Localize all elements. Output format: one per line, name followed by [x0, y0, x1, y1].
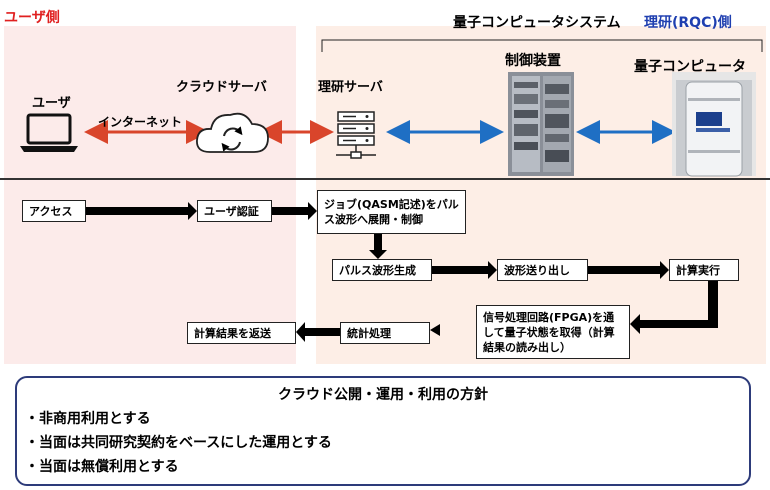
quantum-computer-photo: [672, 72, 756, 177]
quantum-computer-label: 量子コンピュータ: [634, 59, 746, 75]
flow-arrow-auth-job: [272, 202, 317, 220]
system-title: 量子コンピュータシステム: [453, 15, 621, 31]
flow-box-pulse-send: 波形送り出し: [497, 259, 588, 281]
flow-arrows: [86, 202, 718, 342]
flow-arrow-compute-signal: [630, 280, 718, 334]
section-divider: [0, 178, 770, 180]
flow-arrow-signal-stats: [430, 324, 476, 336]
control-device-photo: [508, 72, 574, 176]
riken-server-label: 理研サーバ: [318, 80, 383, 95]
flow-box-access: アクセス: [22, 200, 86, 222]
policy-item-2: ・当面は共同研究契約をベースにした運用とする: [25, 435, 332, 451]
flow-box-job: ジョブ(QASM記述)をパルス波形へ展開・制御: [317, 190, 466, 234]
cloud-sync-icon: [196, 112, 269, 153]
flow-arrow-pulse-send: [432, 261, 497, 279]
system-bracket: [321, 39, 763, 52]
user-side-label: ユーザ側: [4, 10, 60, 26]
flow-box-return: 計算結果を返送: [187, 322, 296, 344]
laptop-icon: [20, 113, 78, 152]
cloud-server-label: クラウドサーバ: [176, 80, 267, 95]
riken-side-label: 理研(RQC)側: [644, 15, 732, 31]
flow-arrow-send-compute: [588, 261, 669, 279]
policy-item-3: ・当面は無償利用とする: [25, 459, 179, 475]
flow-box-pulse-gen: パルス波形生成: [332, 259, 432, 281]
flow-box-compute: 計算実行: [669, 259, 739, 281]
user-label: ユーザ: [32, 96, 71, 111]
flow-box-user-auth: ユーザ認証: [197, 200, 272, 222]
policy-box: クラウド公開・運用・利用の方針 ・非商用利用とする ・当面は共同研究契約をベース…: [15, 376, 751, 486]
policy-item-1: ・非商用利用とする: [25, 411, 151, 427]
server-icon: [336, 111, 376, 159]
user-side-zone: [4, 26, 296, 364]
policy-title: クラウド公開・運用・利用の方針: [278, 387, 488, 403]
flow-arrow-stats-return: [296, 322, 340, 342]
flow-box-stats: 統計処理: [340, 322, 430, 344]
internet-label: インターネット: [98, 115, 183, 129]
control-device-label: 制御装置: [505, 53, 561, 69]
flow-arrow-job-pulse: [369, 234, 387, 259]
flow-arrow-access-auth: [86, 202, 197, 220]
flow-box-signal: 信号処理回路(FPGA)を通して量子状態を取得（計算結果の読み出し）: [476, 305, 630, 359]
